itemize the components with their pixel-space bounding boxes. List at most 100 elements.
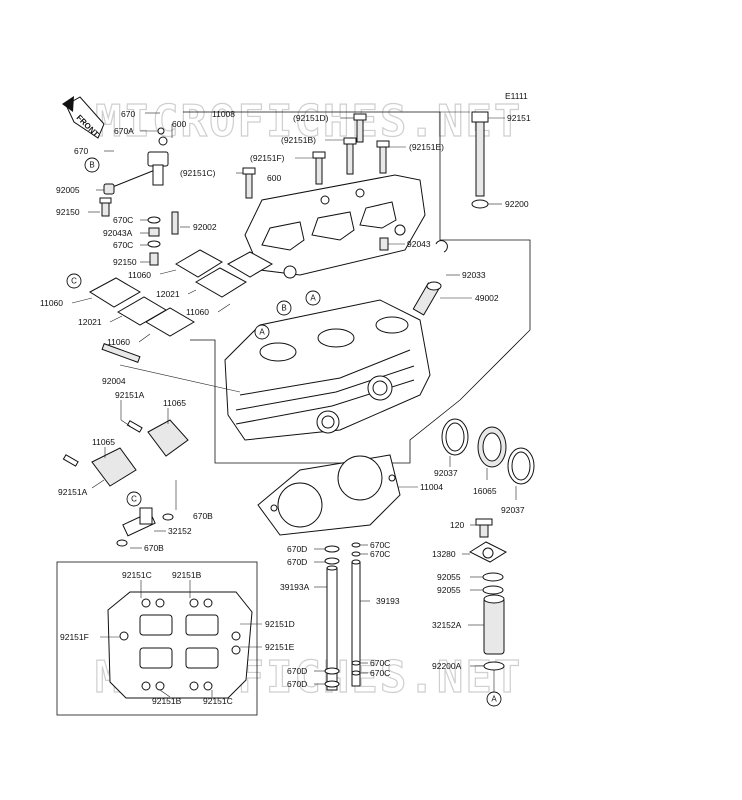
label-92055-b: 92055 xyxy=(437,585,461,595)
bolt-pattern-inset xyxy=(56,561,258,716)
label-670-top: 670 xyxy=(121,109,135,119)
label-92043A: 92043A xyxy=(103,228,133,238)
inset-label-92151F: 92151F xyxy=(60,632,89,642)
label-11065-b: 11065 xyxy=(92,437,115,447)
label-670B-a: 670B xyxy=(193,511,213,521)
callout-C-left: C xyxy=(66,273,82,289)
label-92151A-a: 92151A xyxy=(115,390,145,400)
label-11060-a: 11060 xyxy=(128,270,151,280)
label-92151C-top: (92151C) xyxy=(180,168,216,178)
label-92151D-top: (92151D) xyxy=(293,113,329,123)
callout-A-head1: A xyxy=(305,290,321,306)
oil-fitting-stack xyxy=(468,518,508,671)
pipe-orings xyxy=(324,542,361,688)
label-670C-e: 670C xyxy=(370,658,390,668)
stud-92004 xyxy=(101,343,141,363)
breather-bracket xyxy=(103,127,169,195)
label-13280: 13280 xyxy=(432,549,456,559)
label-11004: 11004 xyxy=(420,482,443,492)
inset-label-92151E: 92151E xyxy=(265,642,295,652)
reed-valve-covers xyxy=(89,249,274,337)
svg-text:C: C xyxy=(71,277,77,286)
label-11060-b: 11060 xyxy=(40,298,63,308)
svg-text:A: A xyxy=(259,328,265,337)
washers-670C-stack xyxy=(147,216,161,266)
label-92151A-b: 92151A xyxy=(58,487,88,497)
oil-pipes xyxy=(326,559,361,691)
label-600-mid: 600 xyxy=(267,173,281,183)
svg-text:A: A xyxy=(310,294,316,303)
head-gasket xyxy=(257,454,401,536)
svg-text:A: A xyxy=(491,695,497,704)
label-92200: 92200 xyxy=(505,199,529,209)
label-16065: 16065 xyxy=(473,486,497,496)
label-92043: 92043 xyxy=(407,239,431,249)
head-group-frame xyxy=(183,111,531,464)
label-92150-a: 92150 xyxy=(56,207,80,217)
label-11060-d: 11060 xyxy=(107,337,130,347)
label-670A: 670A xyxy=(114,126,134,136)
leader-lines xyxy=(71,112,517,698)
label-600-top: 600 xyxy=(172,119,186,129)
label-670D-a: 670D xyxy=(287,544,307,554)
label-32152A: 32152A xyxy=(432,620,462,630)
svg-text:B: B xyxy=(281,304,286,313)
label-39193: 39193 xyxy=(376,596,400,606)
label-92037-b: 92037 xyxy=(501,505,525,515)
callout-A-head2: A xyxy=(254,324,270,340)
cylinder-head-11004 xyxy=(224,299,431,441)
clip-92033 xyxy=(435,240,448,253)
bolt-92150-a xyxy=(99,197,112,217)
label-670D-d: 670D xyxy=(287,679,307,689)
inset-label-92151D: 92151D xyxy=(265,619,295,629)
label-12021-a: 12021 xyxy=(156,289,180,299)
cap-bolts xyxy=(242,111,489,199)
label-92033: 92033 xyxy=(462,270,486,280)
label-670C-f: 670C xyxy=(370,668,390,678)
label-11008: 11008 xyxy=(212,109,235,119)
label-670C-c: 670C xyxy=(370,540,390,550)
label-670C-b: 670C xyxy=(113,240,133,250)
label-92151F-top: (92151F) xyxy=(250,153,285,163)
callout-B-mid: B xyxy=(276,300,292,316)
label-120: 120 xyxy=(450,520,464,530)
inset-label-92151C-top: 92151C xyxy=(122,570,152,580)
label-670D-b: 670D xyxy=(287,557,307,567)
label-92037-a: 92037 xyxy=(434,468,458,478)
label-670D-c: 670D xyxy=(287,666,307,676)
label-92151E-top: (92151E) xyxy=(409,142,444,152)
label-12021-b: 12021 xyxy=(78,317,102,327)
label-11060-c: 11060 xyxy=(186,307,209,317)
stud-92002 xyxy=(171,211,179,235)
camshaft-cap-11008 xyxy=(244,174,426,279)
label-92005: 92005 xyxy=(56,185,80,195)
callout-B-top: B xyxy=(84,157,100,173)
label-670B-b: 670B xyxy=(144,543,164,553)
intake-clamps-and-holder xyxy=(441,418,535,485)
label-92150-b: 92150 xyxy=(113,257,137,267)
callout-C-mid: C xyxy=(126,491,142,507)
svg-text:B: B xyxy=(89,161,94,170)
label-11065-a: 11065 xyxy=(163,398,186,408)
label-92004: 92004 xyxy=(102,376,126,386)
label-670C-d: 670C xyxy=(370,549,390,559)
inset-label-92151C-bot: 92151C xyxy=(203,696,233,706)
label-92002: 92002 xyxy=(193,222,217,232)
figure-code: E1111 xyxy=(505,91,528,101)
label-670-left: 670 xyxy=(74,146,88,156)
label-32152: 32152 xyxy=(168,526,192,536)
fitting-32152 xyxy=(116,507,174,547)
label-49002: 49002 xyxy=(475,293,499,303)
label-92200A: 92200A xyxy=(432,661,462,671)
dowel-92043 xyxy=(379,237,389,251)
inset-label-92151B-bot: 92151B xyxy=(152,696,182,706)
label-92055-a: 92055 xyxy=(437,572,461,582)
label-92151-right: 92151 xyxy=(507,113,531,123)
label-92151B-top: (92151B) xyxy=(281,135,316,145)
svg-text:C: C xyxy=(131,495,137,504)
washer-92200 xyxy=(471,199,489,209)
plug-49002 xyxy=(412,281,442,316)
label-39193A: 39193A xyxy=(280,582,310,592)
callout-A-bottom: A xyxy=(486,691,502,707)
